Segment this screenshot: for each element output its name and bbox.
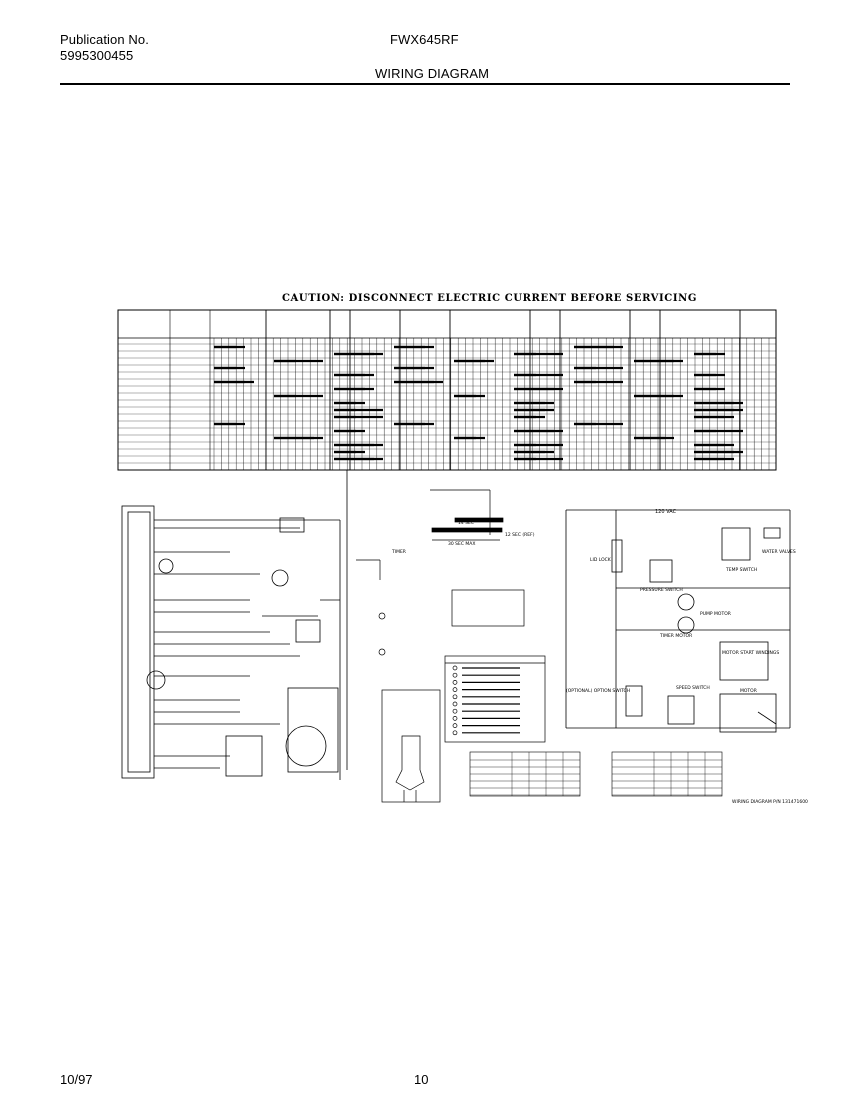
timer-motor-label: TIMER MOTOR bbox=[659, 633, 692, 639]
page-title: WIRING DIAGRAM bbox=[375, 66, 490, 81]
sec-12-label: 12 SEC (REF) bbox=[505, 532, 535, 538]
publication-number: 5995300455 bbox=[60, 48, 134, 63]
right-schematic bbox=[565, 509, 791, 733]
pressure-switch-label: PRESSURE SWITCH bbox=[640, 587, 683, 593]
timer-wire-label: TIMER bbox=[391, 549, 406, 555]
pump-motor-label: PUMP MOTOR bbox=[700, 611, 731, 617]
sec-14-label: 14 SEC bbox=[458, 520, 474, 526]
header-rule bbox=[60, 83, 790, 85]
switch-tables bbox=[469, 751, 723, 797]
vac-label: 120 VAC bbox=[655, 509, 677, 515]
motor-label: MOTOR bbox=[740, 688, 757, 694]
water-valves-label: WATER VALVES bbox=[762, 549, 796, 555]
caution-banner: CAUTION: DISCONNECT ELECTRIC CURRENT BEF… bbox=[282, 293, 697, 304]
symbol-legend bbox=[444, 655, 546, 743]
motor-start-label: MOTOR START WINDINGS bbox=[722, 650, 779, 656]
timer-sequence-chart bbox=[117, 309, 777, 471]
option-switch-label: (OPTIONAL) OPTION SWITCH bbox=[566, 688, 630, 694]
speed-switch-label: SPEED SWITCH bbox=[676, 685, 710, 691]
sec-30-label: 30 SEC MAX bbox=[448, 541, 475, 547]
page-number: 10 bbox=[414, 1072, 429, 1087]
temp-switch-label: TEMP SWITCH bbox=[725, 567, 757, 573]
wiring-diagram-pn: WIRING DIAGRAM P/N 131471600 bbox=[732, 799, 808, 805]
left-schematic bbox=[121, 505, 341, 780]
plug-detail bbox=[381, 689, 441, 803]
footer-date: 10/97 bbox=[60, 1072, 93, 1087]
lid-lock-label: LID LOCK bbox=[590, 557, 612, 563]
timer-intervals bbox=[356, 489, 525, 656]
model-number: FWX645RF bbox=[390, 32, 459, 47]
publication-label: Publication No. bbox=[60, 32, 149, 47]
